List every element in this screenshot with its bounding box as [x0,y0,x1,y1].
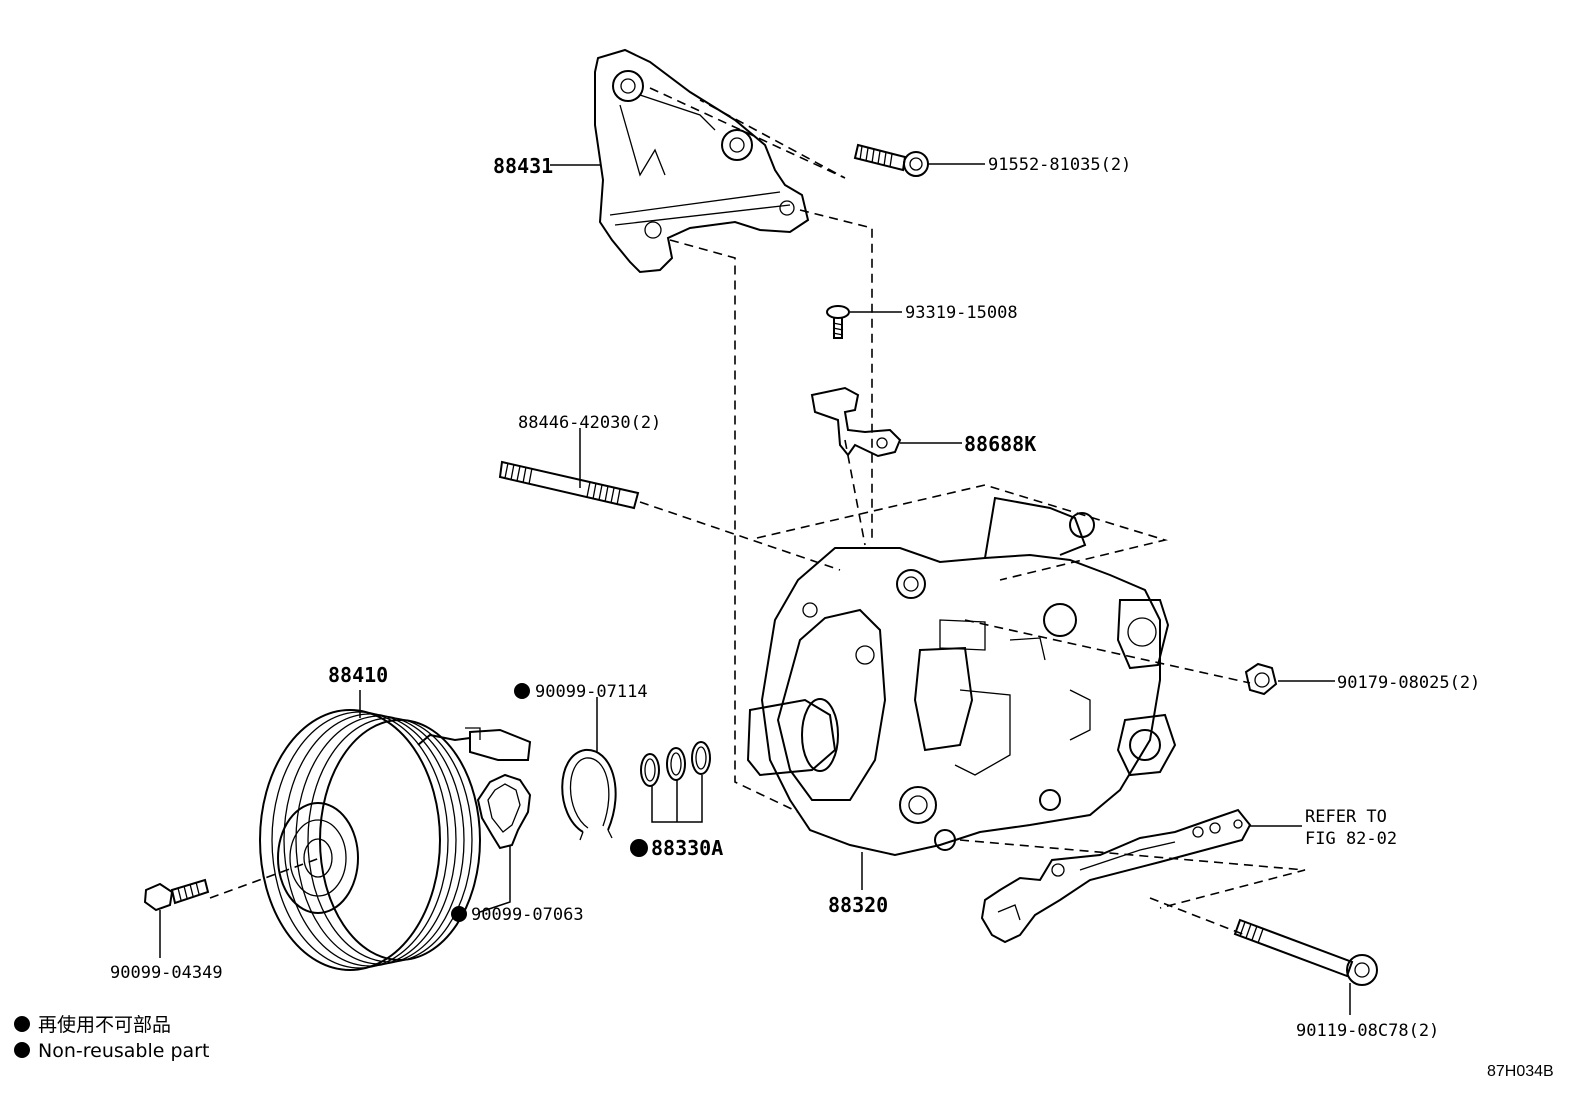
label-clip-ring: 90099-07063 [471,905,584,925]
legend-jp: 再使用不可部品 [38,1014,171,1036]
label-screw: 93319-15008 [905,303,1018,323]
non-reusable-marker [514,683,530,699]
label-snap-ring: 90099-07114 [535,682,648,702]
nut-drawing [1244,662,1278,696]
label-stud-bolt: 88446-42030(2) [518,413,661,433]
non-reusable-marker [630,839,648,857]
magnetic-clutch-drawing [259,709,532,971]
legend-bullet [14,1016,30,1032]
label-compressor: 88320 [828,893,888,917]
refer-line-2: FIG 82-02 [1305,829,1397,849]
label-nut: 90179-08025(2) [1337,673,1480,693]
clutch-bolt-drawing [143,878,210,912]
legend: 再使用不可部品 Non-reusable part [14,1014,209,1062]
label-clutch-bolt: 90099-04349 [110,963,223,983]
screw-drawing [826,305,850,339]
compressor-bolt-drawing [1233,918,1378,986]
bracket-bolt-drawing [853,143,929,177]
harness-clamp-drawing [810,386,902,458]
label-compressor-bolt: 90119-08C78(2) [1296,1021,1439,1041]
shim-set-drawing [640,741,711,823]
part-labels: 88431 91552-81035(2) 93319-15008 88688K … [110,154,1480,1041]
label-clutch: 88410 [328,663,388,687]
compressor-bracket-drawing [594,48,810,274]
assembly-guide-lines [209,87,1306,936]
non-reusable-marker [451,906,467,922]
compressor-drawing [746,496,1177,857]
label-bracket-bolt: 91552-81035(2) [988,155,1131,175]
diagram-code: 87H034B [1487,1063,1554,1080]
leader-lines [159,163,1351,1015]
refer-line-1: REFER TO [1305,807,1387,827]
label-shim-set: 88330A [651,836,723,860]
label-harness-clamp: 88688K [964,432,1036,456]
legend-en: Non-reusable part [38,1040,209,1062]
label-bracket: 88431 [493,154,553,178]
legend-bullet [14,1042,30,1058]
mounting-plate-drawing [980,808,1252,944]
stud-bolt-drawing [498,460,640,510]
snap-ring-drawing [561,748,617,841]
clip-ring-drawing [476,773,532,850]
